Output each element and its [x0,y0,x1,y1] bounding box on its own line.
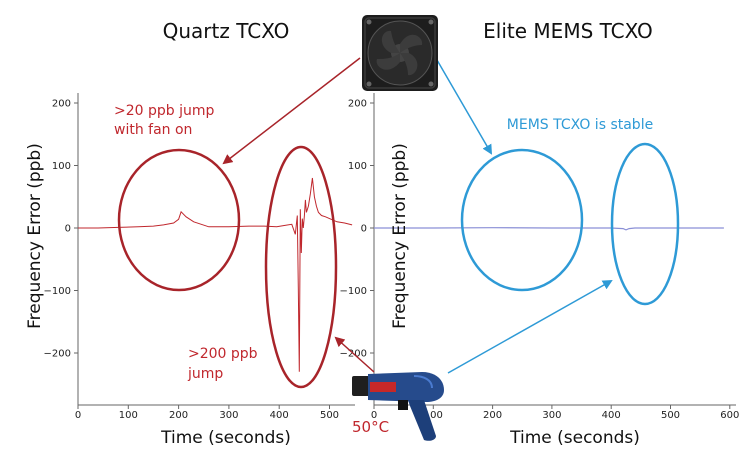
mems-y-tick-label: 200 [348,99,367,110]
quartz-y-label: Frequency Error (ppb) [25,143,45,329]
mems-fan-ellipse [460,148,584,292]
mems-y-tick-label: 100 [348,161,367,172]
mems-y-tick-label: 0 [361,224,367,235]
quartz-y-tick-label: −100 [44,286,71,297]
mems-title: Elite MEMS TCXO [483,19,653,43]
mems-x-tick-label: 100 [424,410,443,421]
quartz-fan-annotation: >20 ppb jump with fan on [114,103,219,138]
mems-x-tick-label: 600 [720,410,739,421]
quartz-x-tick-label: 200 [169,410,188,421]
mems-x-tick-label: 500 [661,410,680,421]
quartz-series-line [78,177,353,372]
fan-to-quartz-arrow [222,57,361,165]
mems-x-label: Time (seconds) [509,428,640,448]
heat-label: 50°C [352,418,389,436]
quartz-x-tick-label: 100 [119,410,138,421]
quartz-plot: 200 100 0 −100 −200 0 100 200 300 400 500 Frequen… [25,93,355,448]
mems-heat-ellipse [610,142,680,306]
fan-to-mems-arrow [436,59,493,155]
heat-to-mems-arrow [447,280,613,374]
heat-gun-icon [352,372,444,441]
mems-y-label: Frequency Error (ppb) [390,143,410,329]
quartz-x-tick-label: 300 [219,410,238,421]
quartz-heat-annotation: >200 ppb jump [187,346,262,382]
quartz-x-tick-label: 400 [270,410,289,421]
mems-x-tick-label: 0 [371,410,377,421]
quartz-x-tick-label: 0 [75,410,81,421]
cooling-fan-icon [362,15,438,91]
quartz-y-tick-label: −200 [44,349,71,360]
quartz-x-ticks: 0 100 200 300 400 500 [75,405,339,421]
quartz-y-tick-label: 200 [52,99,71,110]
heat-to-quartz-arrow [334,336,375,373]
quartz-x-label: Time (seconds) [160,428,291,448]
mems-series-line [374,227,724,231]
mems-x-tick-label: 400 [602,410,621,421]
quartz-x-tick-label: 500 [320,410,339,421]
mems-x-tick-label: 300 [542,410,561,421]
mems-stable-annotation: MEMS TCXO is stable [507,117,653,133]
quartz-title: Quartz TCXO [163,19,290,43]
mems-y-tick-label: −100 [340,286,367,297]
mems-x-ticks: 0 100 200 300 400 500 600 [371,405,739,421]
quartz-heat-ellipse [264,145,338,389]
quartz-y-tick-label: 0 [65,224,71,235]
quartz-fan-ellipse [117,148,241,292]
mems-x-tick-label: 200 [483,410,502,421]
quartz-y-ticks: 200 100 0 −100 −200 [44,99,78,360]
quartz-y-tick-label: 100 [52,161,71,172]
